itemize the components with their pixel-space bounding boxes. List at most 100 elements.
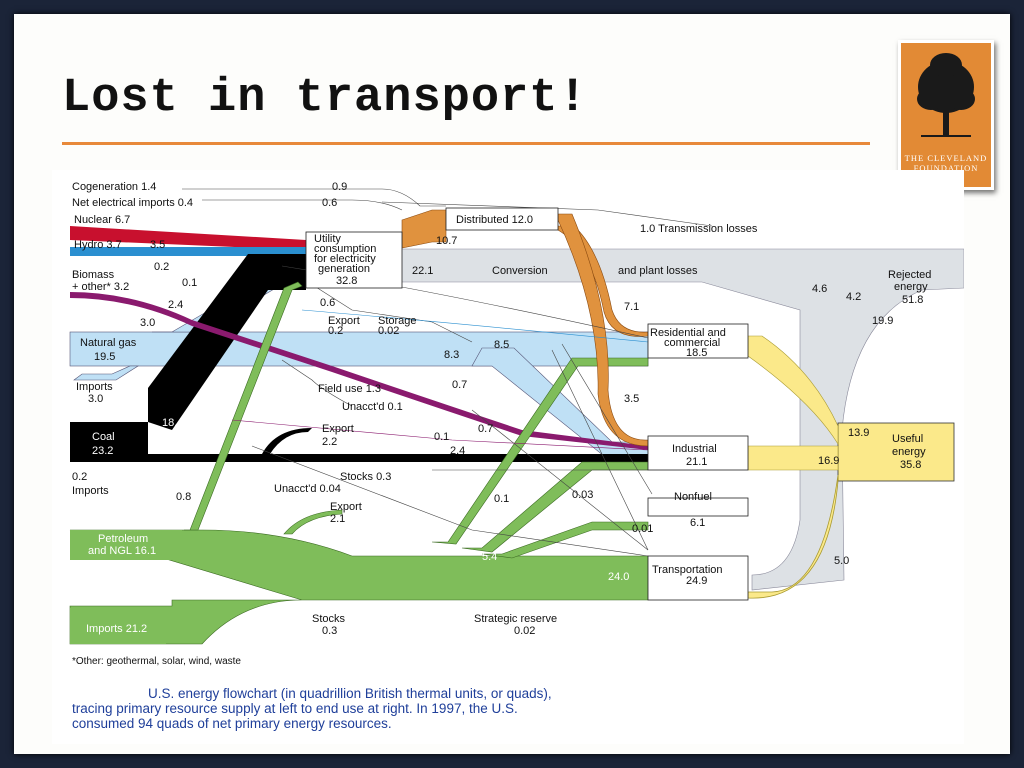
label-v2-4a: 2.4 (168, 299, 183, 311)
petroleum-to-nonfuel-flow (481, 521, 649, 559)
label-v18-4: 18.4 (162, 417, 183, 429)
label-v8-3: 8.3 (444, 349, 459, 361)
label-v19-9: 19.9 (872, 315, 893, 327)
caption-line-1: U.S. energy flowchart (in quadrillion Br… (148, 686, 552, 701)
label-utility-4: generation (318, 263, 370, 275)
petroleum-flow (69, 529, 649, 645)
petroleum-source (70, 530, 182, 560)
caption-line-3: consumed 94 quads of net primary energy … (72, 716, 392, 731)
label-petroleum-1: Petroleum (98, 533, 148, 545)
label-v3-0: 3.0 (140, 317, 155, 329)
label-oil-imports: Imports 21.2 (86, 623, 147, 635)
label-v0-1c: 0.1 (494, 493, 509, 505)
label-rejected-2: energy (894, 281, 928, 293)
logo-line-1: THE CLEVELAND (904, 153, 988, 163)
label-transmission: 1.0 Transmission losses (640, 223, 758, 235)
petroleum-to-residential-flow (431, 357, 649, 545)
label-conversion-1: Conversion (492, 265, 548, 277)
biomass-flow (70, 292, 648, 450)
label-v13-9: 13.9 (848, 427, 869, 439)
coal-to-utility-flow (148, 254, 306, 430)
label-natural-gas-2: 19.5 (94, 351, 115, 363)
cleveland-foundation-logo: THE CLEVELAND FOUNDATION (898, 40, 994, 190)
label-transportation-1: Transportation (652, 564, 723, 576)
coal-export-flow (262, 428, 312, 454)
residential-to-useful-flow (747, 335, 839, 446)
label-rejected-3: 51.8 (902, 294, 923, 306)
label-rejected-1: Rejected (888, 269, 931, 281)
label-residential-3: 18.5 (686, 347, 707, 359)
label-export-c-2: 2.1 (330, 513, 345, 525)
label-unacct-b: Unacct'd 0.04 (274, 483, 341, 495)
label-export-c-1: Export (330, 501, 362, 513)
title-underline (62, 142, 870, 145)
chart-caption: U.S. energy flowchart (in quadrillion Br… (72, 686, 932, 731)
label-v0-6a: 0.6 (322, 197, 337, 209)
nonfuel-node-box (647, 497, 749, 517)
label-nonfuel-1: Nonfuel (674, 491, 712, 503)
label-industrial-2: 21.1 (686, 456, 707, 468)
label-field-use: Field use 1.3 (318, 383, 381, 395)
utility-node-box (305, 231, 403, 289)
label-coal-imports: Imports (72, 485, 109, 497)
natural-gas-source (69, 331, 649, 367)
label-transportation-2: 24.9 (686, 575, 707, 587)
label-v5-0: 5.0 (834, 555, 849, 567)
label-nuclear: Nuclear 6.7 (74, 214, 130, 226)
label-petroleum-2: and NGL 16.1 (88, 545, 156, 557)
residential-node-box (647, 323, 749, 359)
label-v0-7a: 0.7 (452, 379, 467, 391)
label-v10-7: 10.7 (436, 235, 457, 247)
petroleum-export-flow (283, 509, 343, 535)
nuclear-flow (70, 226, 306, 250)
coal-source (70, 422, 148, 462)
label-v0-8: 0.8 (176, 491, 191, 503)
energy-flow-chart: Cogeneration 1.4 Net electrical imports … (52, 170, 964, 744)
oil-imports-source (70, 608, 166, 644)
label-gas-imports-1: Imports (76, 381, 113, 393)
label-stocks-b-2: 0.3 (322, 625, 337, 637)
label-export-a-1: Export (328, 315, 360, 327)
label-v0-03: 0.03 (572, 489, 593, 501)
label-useful-2: energy (892, 446, 926, 458)
tree-icon (917, 53, 975, 137)
label-v2-4b: 2.4 (450, 445, 465, 457)
label-utility-5: 32.8 (336, 275, 357, 287)
transportation-node-box (647, 555, 749, 601)
label-export-b-1: Export (322, 423, 354, 435)
label-gas-imports-2: 3.0 (88, 393, 103, 405)
label-unacct-a: Unacct'd 0.1 (342, 401, 403, 413)
label-v0-1b: 0.1 (434, 431, 449, 443)
flow-diagram: Cogeneration 1.4 Net electrical imports … (69, 181, 964, 667)
label-storage-1: Storage (378, 315, 417, 327)
label-distributed: Distributed 12.0 (456, 214, 533, 226)
label-biomass-1: Biomass (72, 269, 115, 281)
label-storage-2: 0.02 (378, 325, 399, 337)
label-v3-9: 3.9 (444, 545, 459, 557)
label-natural-gas-1: Natural gas (80, 337, 137, 349)
hydro-flow (70, 247, 306, 256)
label-biomass-2: + other* 3.2 (72, 281, 129, 293)
label-hydro-split: 3.5 (150, 239, 165, 251)
label-stocks-a: Stocks 0.3 (340, 471, 391, 483)
label-hydro: Hydro 3.7 (74, 239, 122, 251)
slide-title: Lost in transport! (62, 72, 588, 125)
label-strategic-2: 0.02 (514, 625, 535, 637)
label-coal-2: 23.2 (92, 445, 113, 457)
industrial-node-box (647, 435, 749, 471)
label-utility-1: Utility (314, 233, 341, 245)
label-export-a-2: 0.2 (328, 325, 343, 337)
label-stocks-b-1: Stocks (312, 613, 346, 625)
label-v0-9: 0.9 (332, 181, 347, 193)
footnote: *Other: geothermal, solar, wind, waste (72, 656, 241, 667)
petroleum-to-utility-flow (184, 281, 303, 531)
label-useful-1: Useful (892, 433, 923, 445)
label-v3-5: 3.5 (624, 393, 639, 405)
label-v0-7b: 0.7 (478, 423, 493, 435)
label-v4-2: 4.2 (846, 291, 861, 303)
label-net-imports: Net electrical imports 0.4 (72, 197, 193, 209)
label-useful-3: 35.8 (900, 459, 921, 471)
label-v2-2: 2.2 (406, 537, 421, 549)
label-industrial-1: Industrial (672, 443, 717, 455)
